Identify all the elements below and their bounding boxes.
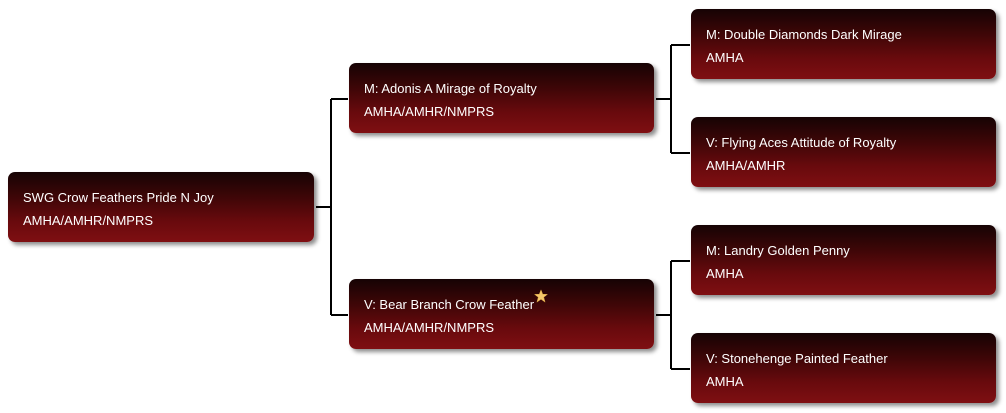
dam-dam-name: M: Double Diamonds Dark Mirage xyxy=(706,27,902,42)
sire-dam-registries: AMHA xyxy=(706,266,744,281)
star-icon xyxy=(534,289,549,303)
dam-name: M: Adonis A Mirage of Royalty xyxy=(364,81,537,96)
sire-name-line: V: Bear Branch Crow Feather xyxy=(364,289,640,316)
sire-sire-name: V: Stonehenge Painted Feather xyxy=(706,351,888,366)
pedigree-node-sire[interactable]: V: Bear Branch Crow Feather AMHA/AMHR/NM… xyxy=(349,279,654,349)
sire-name: V: Bear Branch Crow Feather xyxy=(364,297,535,312)
pedigree-node-subject[interactable]: SWG Crow Feathers Pride N Joy AMHA/AMHR/… xyxy=(8,172,314,242)
sire-dam-name: M: Landry Golden Penny xyxy=(706,243,850,258)
pedigree-node-dam-dam[interactable]: M: Double Diamonds Dark Mirage AMHA xyxy=(691,9,996,79)
pedigree-node-sire-sire[interactable]: V: Stonehenge Painted Feather AMHA xyxy=(691,333,996,403)
dam-dam-registries: AMHA xyxy=(706,50,744,65)
sire-registries: AMHA/AMHR/NMPRS xyxy=(364,320,495,335)
dam-sire-name: V: Flying Aces Attitude of Royalty xyxy=(706,135,897,150)
pedigree-node-dam[interactable]: M: Adonis A Mirage of Royalty AMHA/AMHR/… xyxy=(349,63,654,133)
pedigree-node-dam-sire[interactable]: V: Flying Aces Attitude of Royalty AMHA/… xyxy=(691,117,996,187)
dam-registries: AMHA/AMHR/NMPRS xyxy=(364,104,495,119)
sire-sire-registries: AMHA xyxy=(706,374,744,389)
dam-sire-registries: AMHA/AMHR xyxy=(706,158,786,173)
subject-name: SWG Crow Feathers Pride N Joy xyxy=(23,190,214,205)
pedigree-node-sire-dam[interactable]: M: Landry Golden Penny AMHA xyxy=(691,225,996,295)
subject-registries: AMHA/AMHR/NMPRS xyxy=(23,213,154,228)
